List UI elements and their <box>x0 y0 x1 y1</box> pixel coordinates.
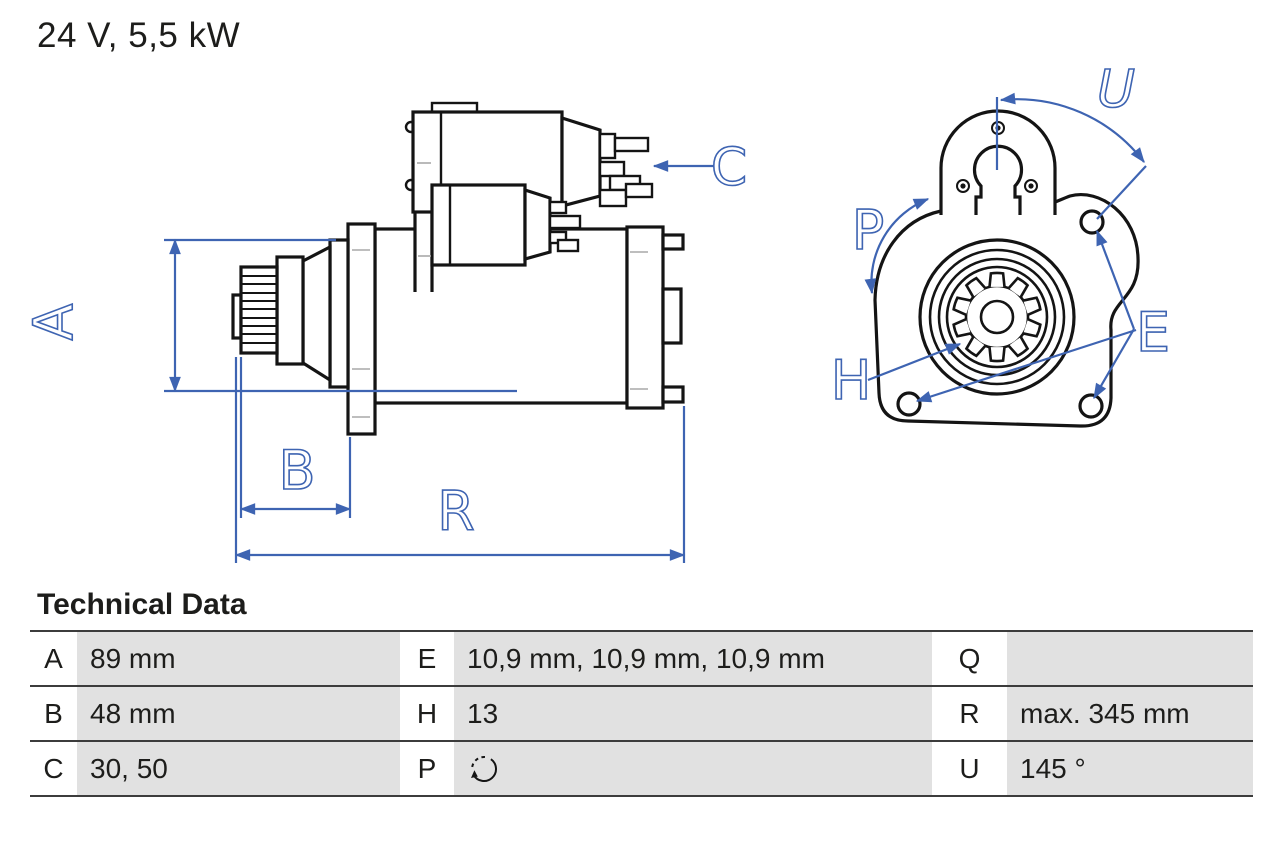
technical-data-heading: Technical Data <box>37 588 247 621</box>
mounting-flange <box>346 222 377 436</box>
spec-key-q: Q <box>932 632 1007 685</box>
page-title: 24 V, 5,5 kW <box>37 16 241 55</box>
spec-key-a: A <box>30 632 77 685</box>
dimension-u <box>995 92 1147 220</box>
label-b: B <box>278 439 315 502</box>
label-p: P <box>852 199 885 262</box>
relay-cylinder <box>430 183 582 267</box>
spec-value-r: max. 345 mm <box>1007 687 1253 740</box>
dimension-a <box>164 238 517 393</box>
front-view-drawing <box>873 109 1140 428</box>
spec-value-h: 13 <box>454 687 932 740</box>
dimension-r <box>234 357 686 563</box>
bolt-hole-bottom-left <box>896 391 922 417</box>
table-row: B 48 mm H 13 R max. 345 mm <box>30 687 1253 742</box>
starter-motor-technical-drawing: A B R C P U E H <box>21 59 1171 563</box>
spec-value-p <box>454 742 932 795</box>
dimension-b <box>239 357 352 518</box>
side-view-drawing <box>231 101 685 436</box>
label-r: R <box>437 480 475 543</box>
spec-key-p: P <box>400 742 454 795</box>
label-a: A <box>22 303 85 340</box>
spec-key-b: B <box>30 687 77 740</box>
table-row: C 30, 50 P U 145 ° <box>30 742 1253 797</box>
bolt-hole-top-right <box>1079 209 1105 235</box>
dimension-e-leaders <box>915 229 1137 403</box>
label-h: H <box>831 349 872 412</box>
table-row: A 89 mm E 10,9 mm, 10,9 mm, 10,9 mm Q <box>30 632 1253 687</box>
label-e: E <box>1136 301 1170 364</box>
dimension-p-arc <box>864 197 930 295</box>
spec-value-u: 145 ° <box>1007 742 1253 795</box>
bolt-hole-bottom-right <box>1078 393 1104 419</box>
pinion-gear <box>231 265 279 355</box>
counterclockwise-rotation-icon <box>471 755 497 782</box>
pinion-front-view <box>951 271 1043 363</box>
spec-value-a: 89 mm <box>77 632 400 685</box>
spec-key-c: C <box>30 742 77 795</box>
spec-value-b: 48 mm <box>77 687 400 740</box>
spec-key-u: U <box>932 742 1007 795</box>
dimension-annotations <box>164 92 1147 563</box>
dimension-labels: A B R C P U E H <box>21 59 1171 544</box>
label-c: C <box>711 138 747 198</box>
solenoid-terminals <box>598 132 654 208</box>
spec-key-e: E <box>400 632 454 685</box>
rear-end-cap <box>625 225 665 410</box>
spec-key-h: H <box>400 687 454 740</box>
spec-value-e: 10,9 mm, 10,9 mm, 10,9 mm <box>454 632 932 685</box>
spec-key-r: R <box>932 687 1007 740</box>
spec-value-q <box>1007 632 1253 685</box>
technical-data-table: A 89 mm E 10,9 mm, 10,9 mm, 10,9 mm Q B … <box>30 630 1253 797</box>
dimension-h-leader <box>867 342 962 382</box>
spec-value-c: 30, 50 <box>77 742 400 795</box>
label-u: U <box>1097 60 1135 120</box>
